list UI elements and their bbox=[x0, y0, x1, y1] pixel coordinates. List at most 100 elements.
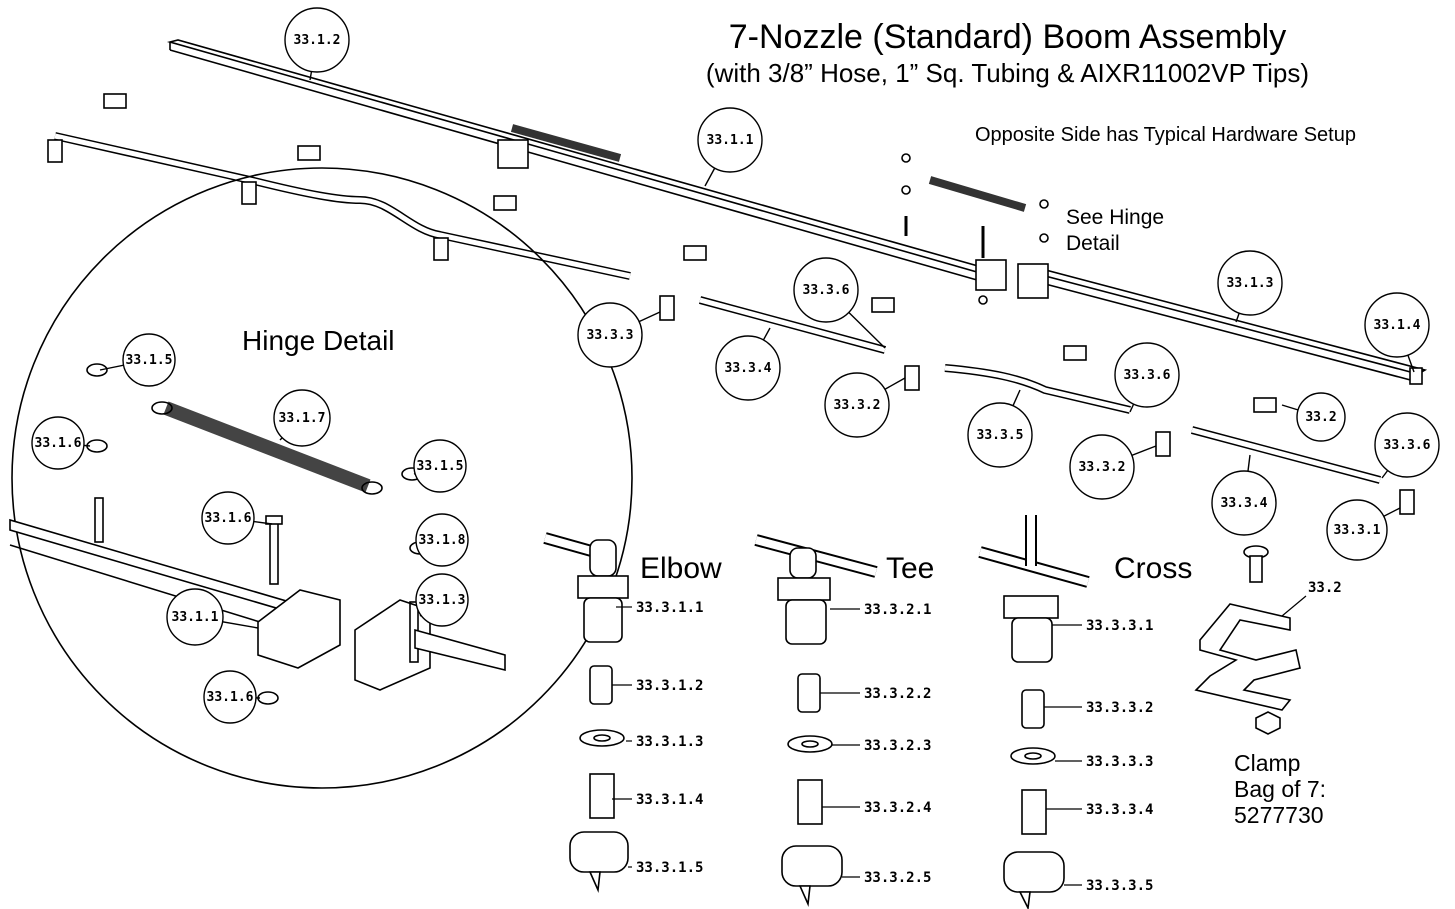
cross-part-1: 33.3.3.1 bbox=[1086, 618, 1153, 634]
boom-nozzle-fittings bbox=[659, 295, 1415, 515]
boom-spring bbox=[497, 124, 1049, 299]
callout-circle bbox=[166, 588, 224, 646]
elbow-part-5: 33.3.1.5 bbox=[636, 860, 703, 876]
callout-label: 33.3.6 bbox=[803, 283, 850, 298]
callout-circle bbox=[284, 7, 350, 73]
hinge-callout-33-1-1: 33.1.1 bbox=[166, 588, 259, 646]
tee-part-4: 33.3.2.4 bbox=[864, 800, 931, 816]
hinge-callout-group: 33.1.533.1.633.1.733.1.533.1.633.1.833.1… bbox=[31, 333, 469, 724]
callout-label: 33.1.4 bbox=[1374, 318, 1421, 333]
callout-33-2: 33.2 bbox=[1281, 392, 1346, 442]
callout-label: 33.3.1 bbox=[1334, 523, 1381, 538]
clamp-note-line1: Clamp bbox=[1234, 750, 1301, 776]
hinge-bracket-left bbox=[497, 139, 529, 169]
see-hinge-note-line2: Detail bbox=[1066, 232, 1120, 255]
callout-circle bbox=[697, 107, 763, 173]
opposite-side-note: Opposite Side has Typical Hardware Setup bbox=[975, 124, 1356, 146]
hinge-callout-33-1-3: 33.1.3 bbox=[415, 573, 469, 627]
hinge-callout-33-1-6: 33.1.6 bbox=[203, 670, 261, 724]
diagram-subtitle: (with 3/8” Hose, 1” Sq. Tubing & AIXR110… bbox=[705, 58, 1310, 88]
callout-circle bbox=[415, 513, 469, 567]
hinge-plate-left bbox=[257, 589, 341, 669]
cross-part-4: 33.3.3.4 bbox=[1086, 802, 1153, 818]
callout-circle bbox=[1374, 412, 1440, 478]
callout-label: 33.1.1 bbox=[707, 133, 754, 148]
hinge-detail-circle bbox=[11, 167, 633, 789]
callout-label: 33.2 bbox=[1305, 410, 1336, 425]
outer-boom-tube bbox=[1027, 267, 1428, 385]
callout-circle bbox=[1217, 250, 1283, 316]
callout-circle bbox=[31, 416, 85, 470]
stud-bolt bbox=[94, 497, 104, 543]
cross-label: Cross bbox=[1114, 552, 1193, 585]
callout-circle bbox=[577, 302, 643, 368]
callout-circle bbox=[415, 573, 469, 627]
cross-part-5: 33.3.3.5 bbox=[1086, 878, 1153, 894]
hinge-callout-33-1-6: 33.1.6 bbox=[201, 491, 273, 545]
tee-part-5: 33.3.2.5 bbox=[864, 870, 931, 886]
nut-33-1-6-lower bbox=[257, 691, 279, 705]
clamp-note-line2: Bag of 7: bbox=[1234, 776, 1327, 802]
hose-segments bbox=[698, 296, 1382, 484]
callout-33-3-5: 33.3.5 bbox=[967, 389, 1033, 468]
left-hose bbox=[54, 132, 631, 280]
end-cap bbox=[1409, 367, 1423, 385]
fitting-label-group: 33.3.1.133.3.1.233.3.1.333.3.1.433.3.1.5… bbox=[612, 600, 1153, 894]
hinge-detail-drawing bbox=[9, 363, 506, 705]
tee-label: Tee bbox=[886, 552, 935, 585]
spring-hook-right bbox=[361, 481, 383, 495]
spring-hook-left bbox=[151, 401, 173, 415]
elbow-part-4: 33.3.1.4 bbox=[636, 792, 703, 808]
see-hinge-note-line1: See Hinge bbox=[1066, 206, 1165, 229]
callout-circle bbox=[824, 372, 890, 438]
callout-circle bbox=[715, 335, 781, 401]
hinge-spring bbox=[163, 401, 371, 493]
callout-33-3-6: 33.3.6 bbox=[1114, 342, 1180, 413]
callout-33-3-4: 33.3.4 bbox=[1211, 454, 1277, 536]
callout-label: 33.1.6 bbox=[35, 436, 82, 451]
callout-33-3-2: 33.3.2 bbox=[824, 372, 906, 438]
tee-part-1: 33.3.2.1 bbox=[864, 602, 931, 618]
callout-circle bbox=[273, 389, 331, 447]
callout-33-3-6: 33.3.6 bbox=[793, 257, 886, 349]
callout-33-3-3: 33.3.3 bbox=[577, 302, 661, 368]
elbow-part-3: 33.3.1.3 bbox=[636, 734, 703, 750]
callout-33-1-3: 33.1.3 bbox=[1217, 250, 1283, 323]
callout-33-1-2: 33.1.2 bbox=[284, 7, 350, 81]
callout-33-3-4: 33.3.4 bbox=[715, 327, 781, 401]
cross-part-3: 33.3.3.3 bbox=[1086, 754, 1153, 770]
callout-label: 33.1.3 bbox=[1227, 276, 1274, 291]
clamp-note-line3: 5277730 bbox=[1234, 802, 1324, 828]
hinge-bracket-mid bbox=[975, 259, 1007, 291]
hinge-callout-33-1-7: 33.1.7 bbox=[273, 389, 331, 447]
callout-label: 33.1.3 bbox=[419, 593, 466, 608]
callout-label: 33.3.4 bbox=[1221, 496, 1268, 511]
elbow-assembly bbox=[543, 532, 629, 894]
tee-part-3: 33.3.2.3 bbox=[864, 738, 931, 754]
callout-circle bbox=[967, 402, 1033, 468]
callout-label: 33.1.2 bbox=[294, 33, 341, 48]
callout-label: 33.3.2 bbox=[834, 398, 881, 413]
callout-label: 33.3.6 bbox=[1384, 438, 1431, 453]
callout-33-1-4: 33.1.4 bbox=[1364, 292, 1430, 373]
callout-33-3-6: 33.3.6 bbox=[1374, 412, 1440, 479]
hinge-hardware bbox=[901, 153, 1049, 305]
main-callout-group: 33.1.2 33.1.1 33.1.3 33.1.4 33.3.3 33.3.6 33.3… bbox=[284, 7, 1440, 561]
elbow-label: Elbow bbox=[640, 552, 722, 585]
main-boom-tube bbox=[166, 39, 988, 281]
clamp-part-number: 33.2 bbox=[1308, 580, 1342, 596]
callout-label: 33.3.2 bbox=[1079, 460, 1126, 475]
callout-label: 33.1.1 bbox=[172, 610, 219, 625]
hinge-bracket-right bbox=[1017, 263, 1049, 299]
callout-circle bbox=[413, 439, 467, 493]
callout-label: 33.1.8 bbox=[419, 533, 466, 548]
callout-label: 33.1.5 bbox=[126, 353, 173, 368]
callout-circle bbox=[1069, 434, 1135, 500]
elbow-part-2: 33.3.1.2 bbox=[636, 678, 703, 694]
hinge-detail-title: Hinge Detail bbox=[242, 325, 395, 356]
callout-circle bbox=[201, 491, 255, 545]
callout-circle bbox=[1114, 342, 1180, 408]
callout-circle bbox=[793, 257, 859, 323]
hinge-plate-right bbox=[354, 599, 431, 691]
